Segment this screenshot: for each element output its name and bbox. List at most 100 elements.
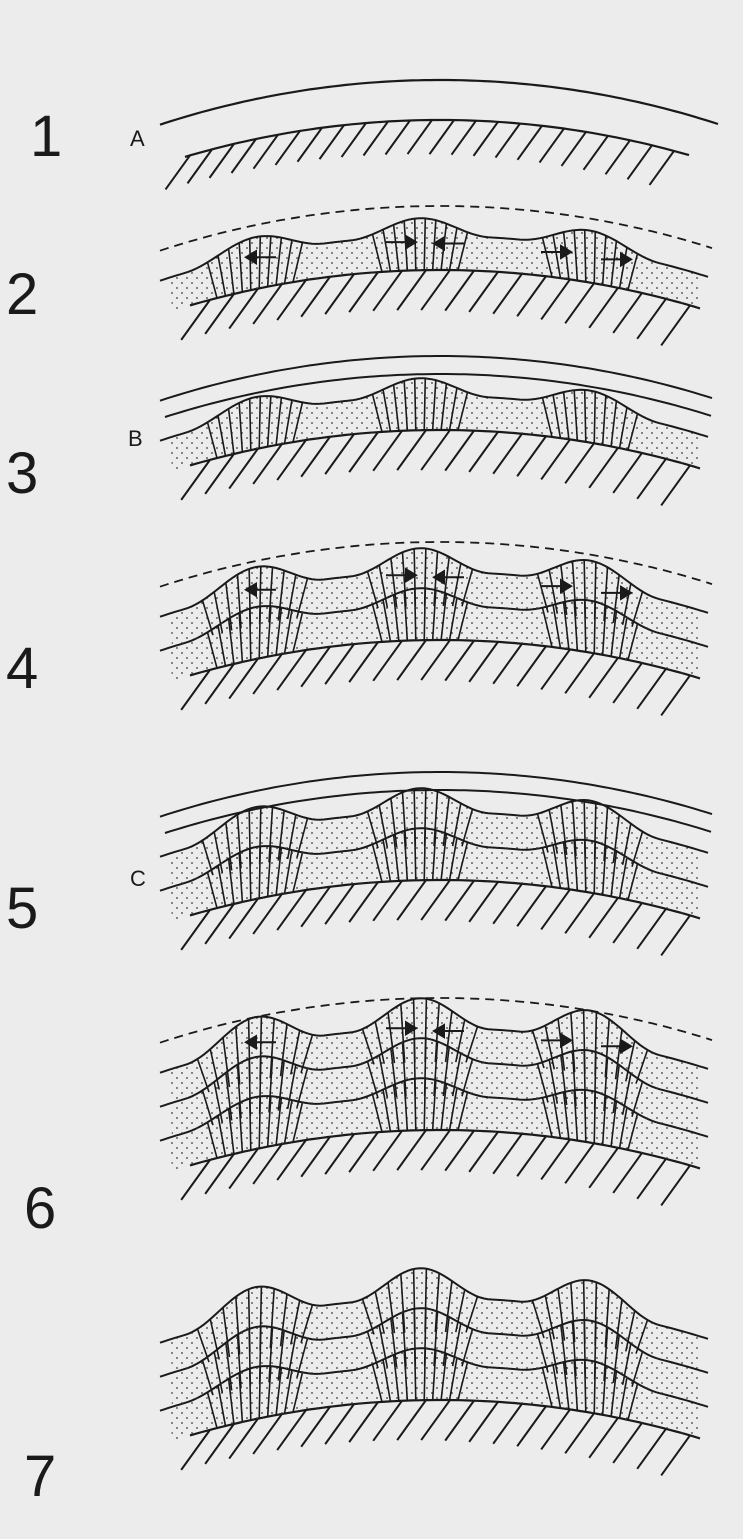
hatch-line (397, 1130, 426, 1170)
hatch-line (445, 881, 474, 921)
hatch-line (373, 641, 402, 681)
hatch-line (661, 915, 690, 955)
stage-5-drawing (160, 772, 712, 955)
hatch-line (325, 434, 354, 474)
hatch-line (589, 448, 618, 488)
hatch-line (565, 443, 594, 483)
hatch-line (301, 1407, 330, 1447)
hatch-line (325, 1134, 354, 1174)
hatch-line (349, 272, 378, 312)
hatch-line (397, 1400, 426, 1440)
hatch-line (373, 1131, 402, 1171)
hatch-line (364, 122, 388, 156)
hatch-line (540, 129, 564, 163)
hatch-line (637, 1159, 666, 1199)
palisade-line (250, 239, 251, 291)
hatch-line (637, 669, 666, 709)
hatch-line (613, 293, 642, 333)
palisade-line (424, 218, 425, 270)
hatch-line (493, 274, 522, 314)
hatch-line (373, 881, 402, 921)
hatch-line (517, 276, 546, 316)
hatch-line (445, 641, 474, 681)
hatch-line (469, 432, 498, 472)
hatch-line (469, 272, 498, 312)
hatch-line (301, 277, 330, 317)
hatch-line (430, 120, 454, 154)
hatch-line (517, 1136, 546, 1176)
hatch-line (628, 145, 652, 179)
hatch-line (589, 658, 618, 698)
hatch-line (493, 1134, 522, 1174)
hatch-line (386, 121, 410, 155)
stage-7-drawing (160, 1268, 708, 1475)
hatch-line (565, 893, 594, 933)
substrate-hatching (166, 120, 674, 189)
hatch-line (397, 640, 426, 680)
hatch-line (493, 434, 522, 474)
hatch-line (421, 430, 450, 470)
stage-1-drawing (160, 80, 718, 189)
hatch-line (541, 649, 570, 689)
hatch-line (349, 1132, 378, 1172)
hatch-line (661, 1165, 690, 1205)
hatch-line (637, 909, 666, 949)
hatch-line (397, 430, 426, 470)
hatch-line (541, 279, 570, 319)
stage-3-drawing (160, 356, 712, 505)
hatch-line (637, 299, 666, 339)
hatch-line (342, 123, 366, 157)
hatch-line (565, 1413, 594, 1453)
hatch-line (518, 126, 542, 160)
hatch-line (325, 884, 354, 924)
palisade-line (594, 392, 595, 444)
hatch-line (661, 1435, 690, 1475)
hatch-line (517, 436, 546, 476)
palisade-line (594, 232, 595, 284)
hatch-line (325, 1404, 354, 1444)
hatch-line (397, 270, 426, 310)
hatch-line (496, 124, 520, 158)
hatch-line (517, 886, 546, 926)
hatch-line (301, 437, 330, 477)
hatch-line (517, 1406, 546, 1446)
hatch-line (421, 640, 450, 680)
hatch-line (325, 274, 354, 314)
hatch-line (493, 884, 522, 924)
hatch-line (276, 131, 300, 165)
hatch-line (421, 1130, 450, 1170)
hatch-line (661, 675, 690, 715)
hatch-line (298, 128, 322, 162)
hatch-line (320, 125, 344, 159)
hatch-line (661, 465, 690, 505)
hatch-line (408, 120, 432, 154)
hatch-line (474, 122, 498, 156)
hatch-line (661, 305, 690, 345)
hatch-line (606, 140, 630, 174)
palisade-line (259, 396, 260, 448)
hatch-line (445, 431, 474, 471)
hatch-line (373, 431, 402, 471)
palisade-line (585, 390, 586, 442)
hatch-line (637, 1429, 666, 1469)
hatch-line (613, 663, 642, 703)
stage-4-drawing (160, 542, 712, 715)
hatch-line (589, 1148, 618, 1188)
hatch-line (589, 898, 618, 938)
hatch-line (445, 1401, 474, 1441)
hatch-line (493, 1404, 522, 1444)
hatch-line (349, 882, 378, 922)
hatch-line (397, 880, 426, 920)
hatch-line (565, 653, 594, 693)
palisade-line (415, 379, 416, 431)
hatch-line (589, 288, 618, 328)
hatch-line (166, 155, 190, 189)
hatch-line (421, 880, 450, 920)
hatch-line (469, 1402, 498, 1442)
hatch-line (349, 432, 378, 472)
palisade-line (415, 219, 416, 271)
hatch-line (445, 271, 474, 311)
hatch-line (562, 132, 586, 166)
hatch-line (421, 270, 450, 310)
